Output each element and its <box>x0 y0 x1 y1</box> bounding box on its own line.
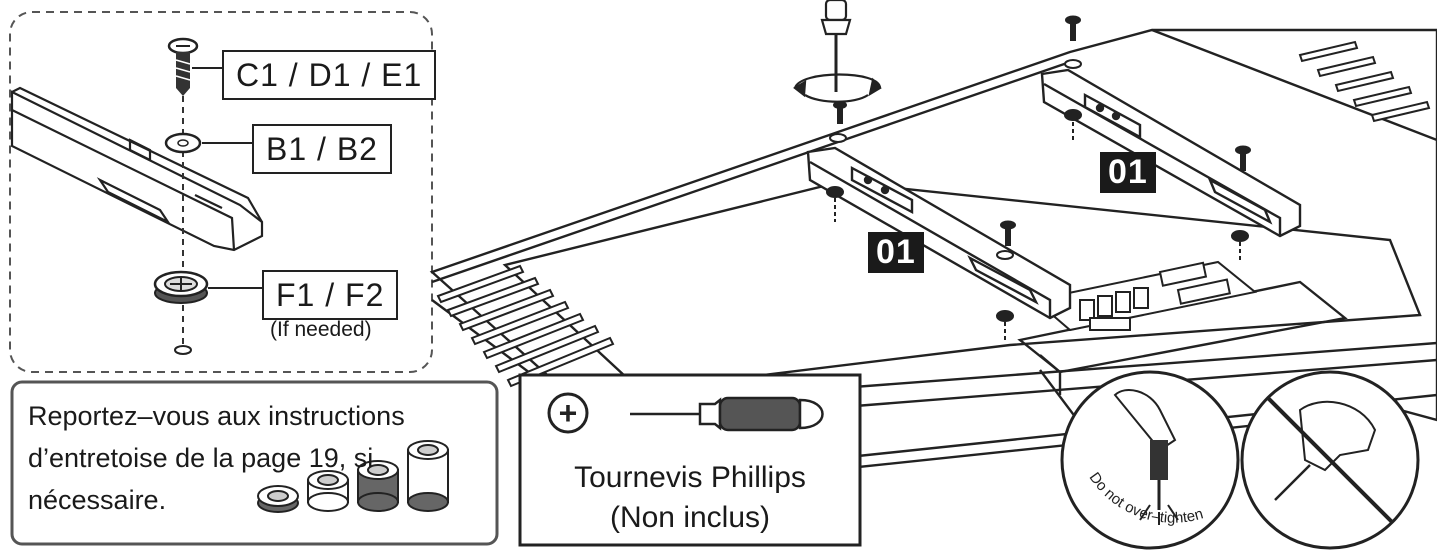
spacer-note-line1: Reportez–vous aux instructions <box>28 401 405 431</box>
phillips-symbol-icon <box>547 392 589 434</box>
spacer-stack-icons <box>257 440 449 513</box>
hole-icon <box>174 345 192 355</box>
bracket-left-badge: 01 <box>868 232 924 274</box>
spacer-panel-frame <box>10 380 499 546</box>
overtighten-warning: Do not over–tighten <box>1060 370 1240 550</box>
phillips-screwdriver-icon <box>630 396 824 432</box>
phillips-symbol-text: + <box>559 395 578 431</box>
bracket-right <box>1040 68 1302 238</box>
bracket-right-badge: 01 <box>1100 152 1156 194</box>
screwdriver-top-icon <box>793 0 882 103</box>
tool-not-included: (Non inclus) <box>609 501 771 534</box>
spacer-note-line3: nécessaire. <box>28 485 167 515</box>
tool-panel-frame: + <box>518 373 862 547</box>
spacer-icon <box>153 270 209 304</box>
circuit-board <box>1032 260 1258 332</box>
detail-inset <box>9 11 433 373</box>
rail-detail <box>10 86 264 252</box>
washer-label: B1 / B2 <box>252 124 392 174</box>
no-power-drill-warning <box>1240 370 1420 550</box>
spacer-label: F1 / F2 <box>262 270 399 320</box>
screw-label: C1 / D1 / E1 <box>222 50 437 100</box>
spacer-note-line2: d’entretoise de la page 19, si <box>28 443 374 473</box>
vent-grille-left <box>436 264 615 388</box>
bracket-screws <box>826 15 1251 340</box>
bracket-left <box>806 146 1072 320</box>
vent-grille-right <box>1298 40 1431 123</box>
tool-name: Tournevis Phillips <box>574 461 806 494</box>
screw-icon <box>167 37 199 96</box>
prohibited-slash-icon <box>1266 396 1394 524</box>
spacer-needed-note: (If needed) <box>270 318 372 341</box>
washer-icon <box>164 132 202 154</box>
